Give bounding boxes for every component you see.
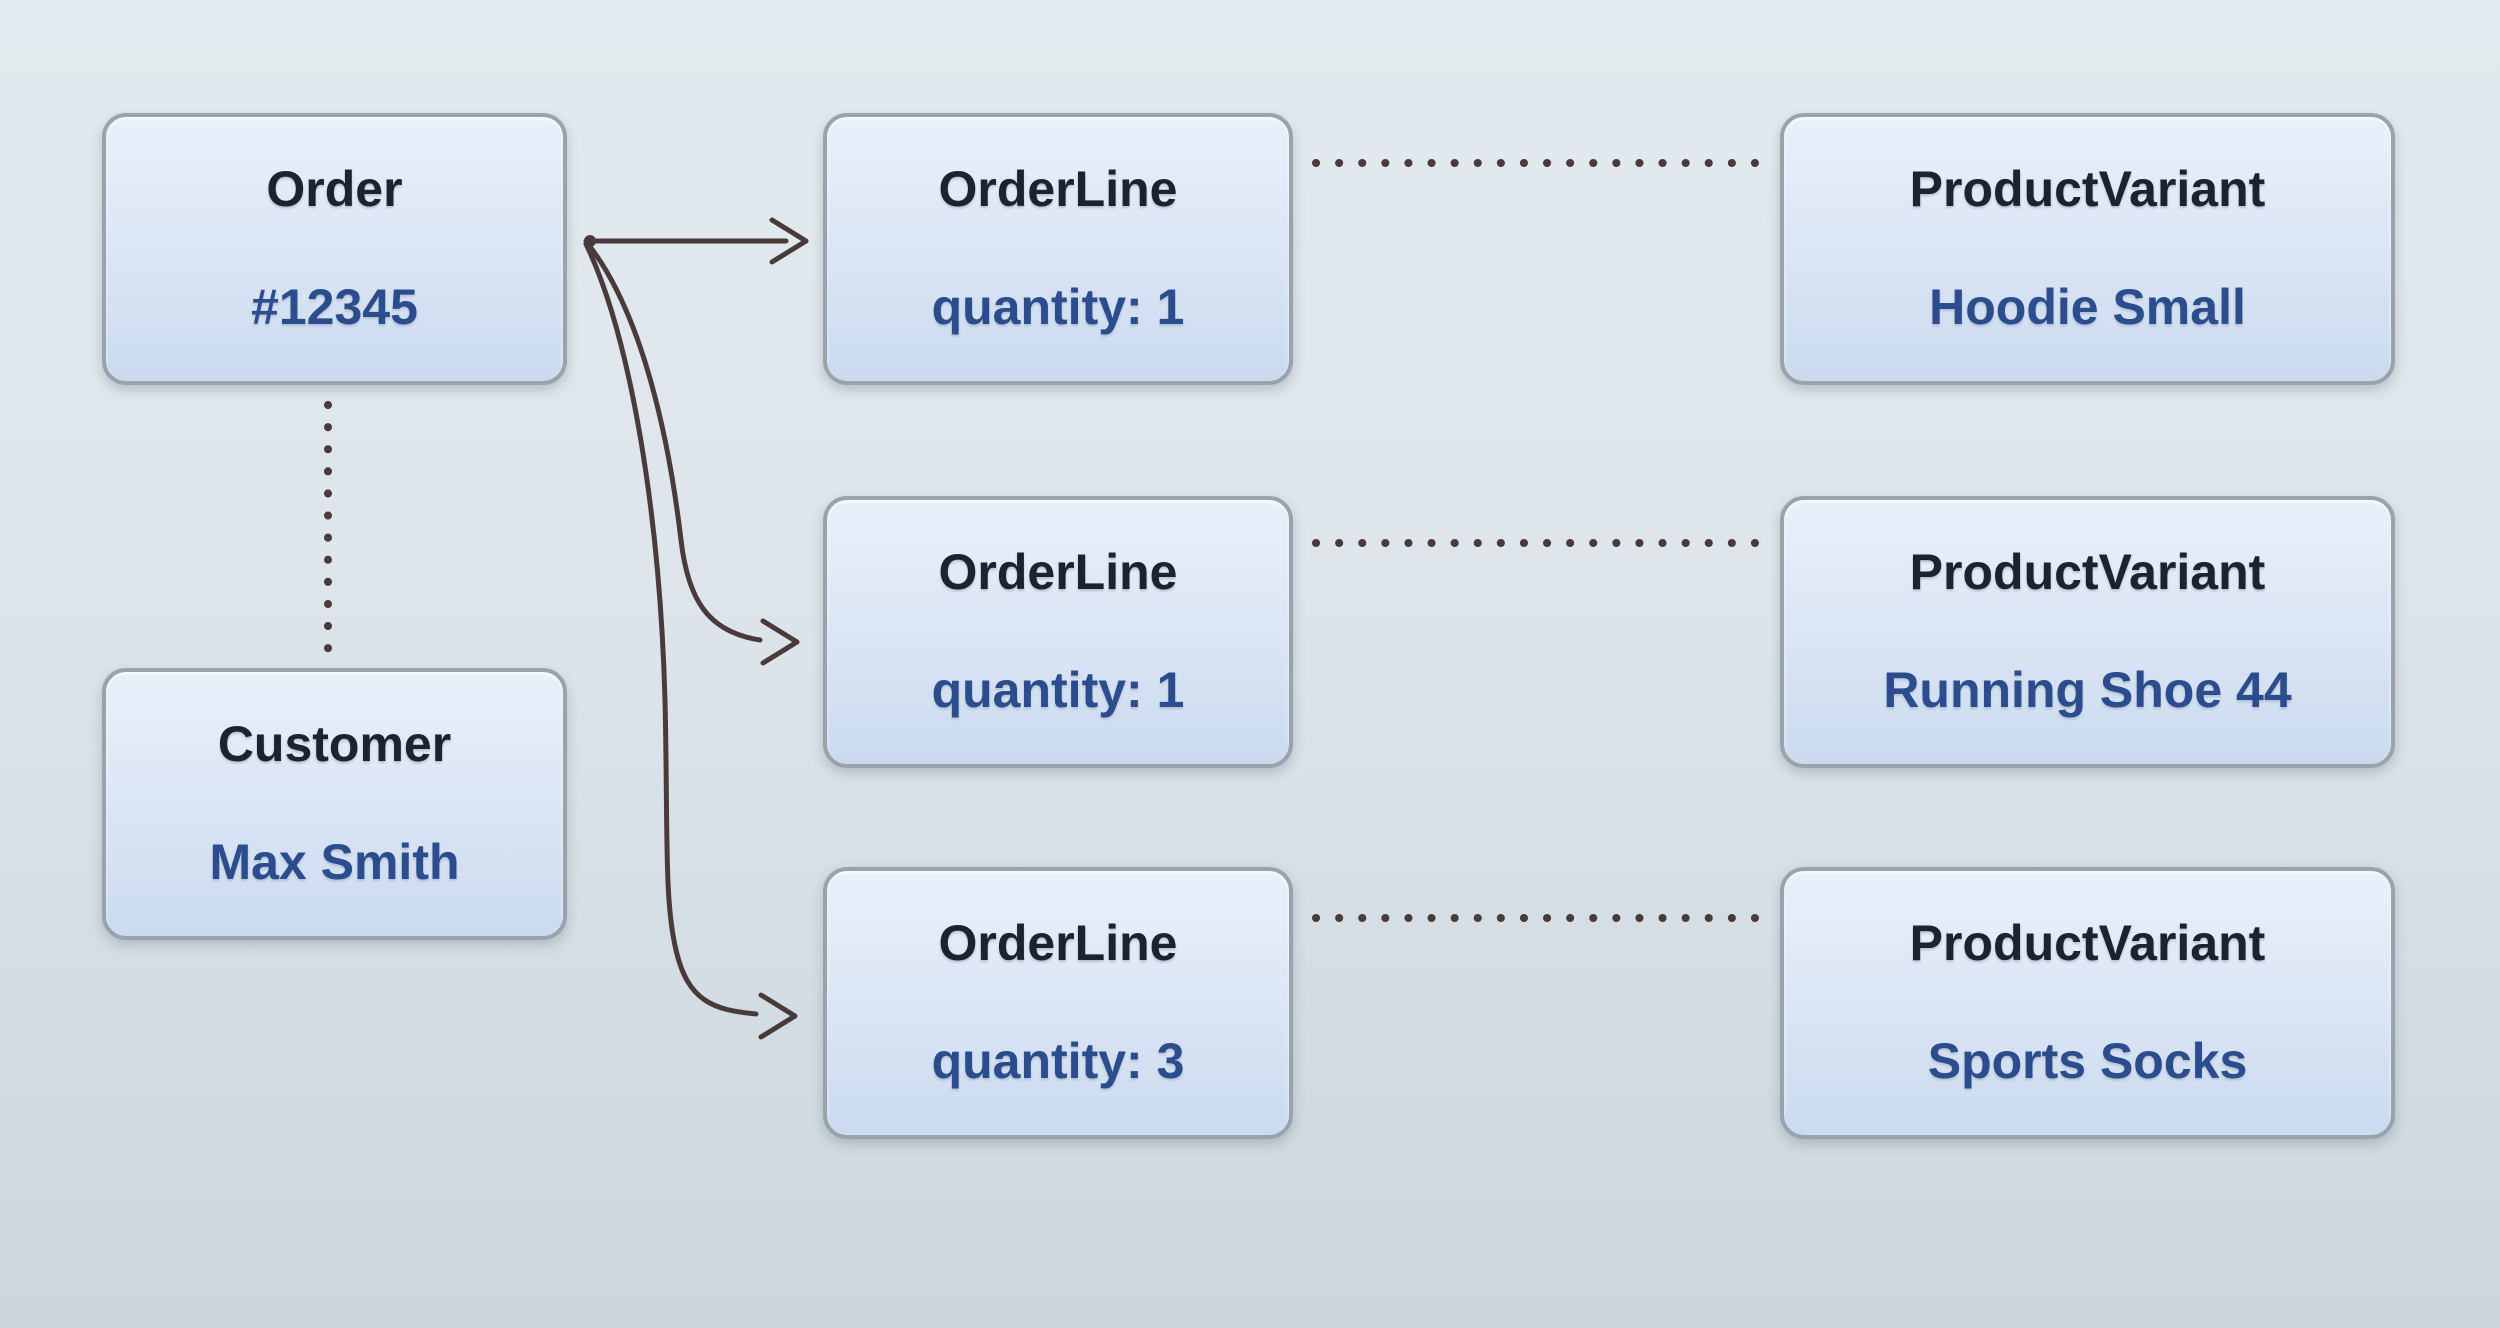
node-productvariant-2: ProductVariant Running Shoe 44: [1780, 496, 2395, 768]
node-customer-title: Customer: [217, 716, 452, 772]
order-orderline2-arrow: [585, 241, 800, 666]
node-customer-value: Max Smith: [209, 834, 460, 890]
node-productvariant-2-title: ProductVariant: [1909, 544, 2266, 600]
order-orderline3-arrow-shaft: [583, 241, 759, 1017]
order-orderline2-arrow-shaft: [585, 241, 763, 643]
node-productvariant-1-title: ProductVariant: [1909, 161, 2266, 217]
node-productvariant-3-value: Sports Socks: [1927, 1033, 2248, 1089]
order-orderline3-arrow: [583, 241, 798, 1040]
node-order-value: #12345: [251, 279, 418, 335]
node-orderline-1: OrderLine quantity: 1: [823, 113, 1293, 385]
node-orderline-3-value: quantity: 3: [931, 1033, 1185, 1089]
node-productvariant-2-value: Running Shoe 44: [1883, 662, 2292, 718]
node-productvariant-1: ProductVariant Hoodie Small: [1780, 113, 2395, 385]
order-orderline1-arrow: [583, 217, 809, 265]
node-orderline-1-value: quantity: 1: [931, 279, 1185, 335]
order-orderline2-arrowhead: [760, 618, 800, 666]
node-productvariant-3-title: ProductVariant: [1909, 915, 2266, 971]
order-orderline3-arrowhead: [758, 992, 798, 1040]
node-productvariant-3: ProductVariant Sports Socks: [1780, 867, 2395, 1139]
node-orderline-2-title: OrderLine: [938, 544, 1178, 600]
node-orderline-3-title: OrderLine: [938, 915, 1178, 971]
node-order-title: Order: [266, 161, 403, 217]
order-orderline1-arrowhead: [769, 217, 809, 265]
node-orderline-3: OrderLine quantity: 3: [823, 867, 1293, 1139]
node-order: Order #12345: [102, 113, 567, 385]
node-orderline-2: OrderLine quantity: 1: [823, 496, 1293, 768]
order-arrows-origin-dot: [584, 235, 596, 247]
node-customer: Customer Max Smith: [102, 668, 567, 940]
node-productvariant-1-value: Hoodie Small: [1929, 279, 2246, 335]
node-orderline-1-title: OrderLine: [938, 161, 1178, 217]
node-orderline-2-value: quantity: 1: [931, 662, 1185, 718]
